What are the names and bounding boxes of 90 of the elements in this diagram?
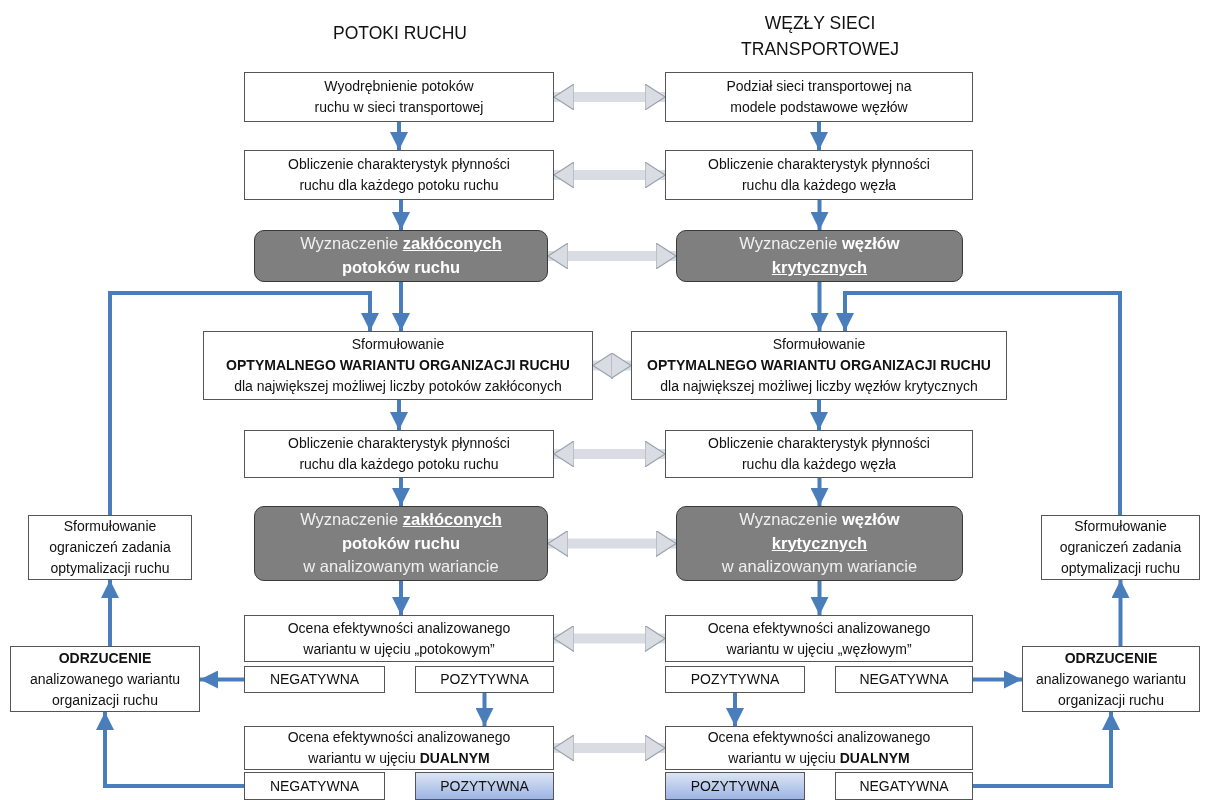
flow-arrow — [390, 122, 408, 150]
flow-arrow — [200, 670, 244, 689]
flow-arrow — [810, 581, 829, 615]
process-box — [244, 726, 554, 770]
process-box — [665, 72, 973, 122]
box-text: Wyodrębnienie potoków ruchu w sieci transportowej — [313, 77, 485, 117]
box-text: NEGATYWNA — [269, 776, 360, 796]
flow-arrow — [1111, 580, 1130, 646]
process-box — [244, 615, 554, 662]
double-arrow — [553, 164, 666, 186]
box-text: POZYTYWNA — [440, 670, 529, 689]
box-text: Wyznaczenie zakłóconych potoków ruchu — [299, 508, 503, 554]
flow-arrow — [392, 200, 410, 230]
box-text: NEGATYWNA — [269, 670, 360, 689]
box-text: w analizowanym wariancie — [721, 556, 918, 578]
process-box — [665, 430, 973, 478]
process-box — [10, 646, 200, 712]
box-text: Wyznaczenie węzłów krytycznych — [738, 508, 901, 554]
box-text: NEGATYWNA — [859, 670, 949, 689]
flow-arrow — [810, 282, 829, 331]
box-text: NEGATYWNA — [859, 776, 949, 796]
process-box — [835, 666, 973, 693]
double-arrow — [553, 737, 666, 759]
flow-arrow — [392, 478, 410, 506]
process-box — [244, 150, 554, 200]
double-arrow — [592, 355, 632, 376]
box-text: w analizowanym wariancie — [303, 556, 499, 578]
double-arrow — [547, 245, 677, 267]
process-box — [665, 150, 973, 200]
box-text: Obliczenie charakterystyk płynności ruchu dla każdego potoku ruchu — [287, 155, 511, 195]
flow-arrow — [810, 200, 829, 230]
flow-arrow — [726, 693, 744, 726]
box-text: Wyznaczenie zakłóconych potoków ruchu — [299, 233, 503, 278]
process-box — [665, 666, 805, 693]
flow-arrow — [836, 291, 1122, 515]
result-box — [254, 230, 548, 282]
box-text: Sformułowanie OPTYMALNEGO WARIANTU ORGANIZACJI RUCHU dla największej możliwej liczby potoków zakłóconych — [226, 335, 570, 396]
box-text: Sformułowanie ograniczeń zadania optymalizacji ruchu — [48, 517, 172, 578]
box-text: Ocena efektywności analizowanego wariantu w ujęciu „potokowym” — [286, 618, 512, 659]
box-text: Podział sieci transportowej na modele podstawowe węzłów — [726, 77, 912, 117]
result-box — [254, 506, 548, 581]
selected-outcome-box — [665, 772, 805, 800]
flow-arrow — [973, 712, 1120, 788]
double-arrow — [547, 533, 677, 554]
double-arrow — [553, 443, 666, 465]
flow-arrow — [108, 291, 379, 515]
box-text: Obliczenie charakterystyk płynności ruchu dla każdego potoku ruchu — [287, 434, 511, 474]
box-text: Sformułowanie OPTYMALNEGO WARIANTU ORGANIZACJI RUCHU dla największej możliwej liczby węzłów krytycznych — [647, 335, 991, 396]
flow-arrow — [390, 400, 408, 430]
process-box — [244, 772, 385, 800]
flow-arrow — [96, 712, 244, 788]
box-text: ODRZUCENIE analizowanego wariantu organizacji ruchu — [28, 648, 182, 710]
selected-outcome-box — [415, 772, 554, 800]
process-box — [631, 331, 1007, 400]
double-arrow — [553, 628, 666, 649]
box-text: ODRZUCENIE analizowanego wariantu organizacji ruchu — [1034, 648, 1188, 710]
process-box — [665, 726, 973, 770]
box-text: Wyznaczenie węzłów krytycznych — [738, 233, 901, 278]
box-text: Ocena efektywności analizowanego wariantu w ujęciu DUALNYM — [706, 728, 932, 768]
flow-arrow — [810, 122, 828, 150]
box-text: Ocena efektywności analizowanego wariantu w ujęciu DUALNYM — [286, 728, 512, 768]
box-text: Sformułowanie ograniczeń zadania optymalizacji ruchu — [1058, 517, 1183, 578]
flow-arrow — [810, 478, 829, 506]
process-box — [835, 772, 973, 800]
box-text: Ocena efektywności analizowanego wariantu w ujęciu „węzłowym” — [706, 618, 932, 659]
result-box — [676, 230, 963, 282]
process-box — [665, 615, 973, 662]
process-box — [203, 331, 593, 400]
box-text: POZYTYWNA — [440, 776, 529, 796]
process-box — [244, 72, 554, 122]
result-box — [676, 506, 963, 581]
process-box — [244, 666, 385, 693]
flow-arrow — [810, 400, 828, 430]
box-text: Obliczenie charakterystyk płynności ruchu dla każdego węzła — [707, 155, 931, 195]
flow-arrow — [973, 670, 1022, 689]
flow-arrow — [392, 581, 410, 615]
process-box — [1022, 646, 1200, 712]
flow-arrow — [101, 580, 119, 646]
flow-arrow — [392, 282, 410, 331]
process-box — [415, 666, 554, 693]
process-box — [244, 430, 554, 478]
box-text: Obliczenie charakterystyk płynności ruchu dla każdego węzła — [707, 434, 931, 474]
column-heading: WĘZŁY SIECI TRANSPORTOWEJ — [740, 12, 900, 62]
box-text: POZYTYWNA — [690, 670, 780, 689]
column-heading: POTOKI RUCHU — [332, 22, 468, 45]
double-arrow — [553, 86, 666, 108]
flow-arrow — [475, 693, 494, 726]
process-box — [28, 515, 192, 580]
box-text: POZYTYWNA — [690, 776, 780, 796]
process-box — [1041, 515, 1200, 580]
